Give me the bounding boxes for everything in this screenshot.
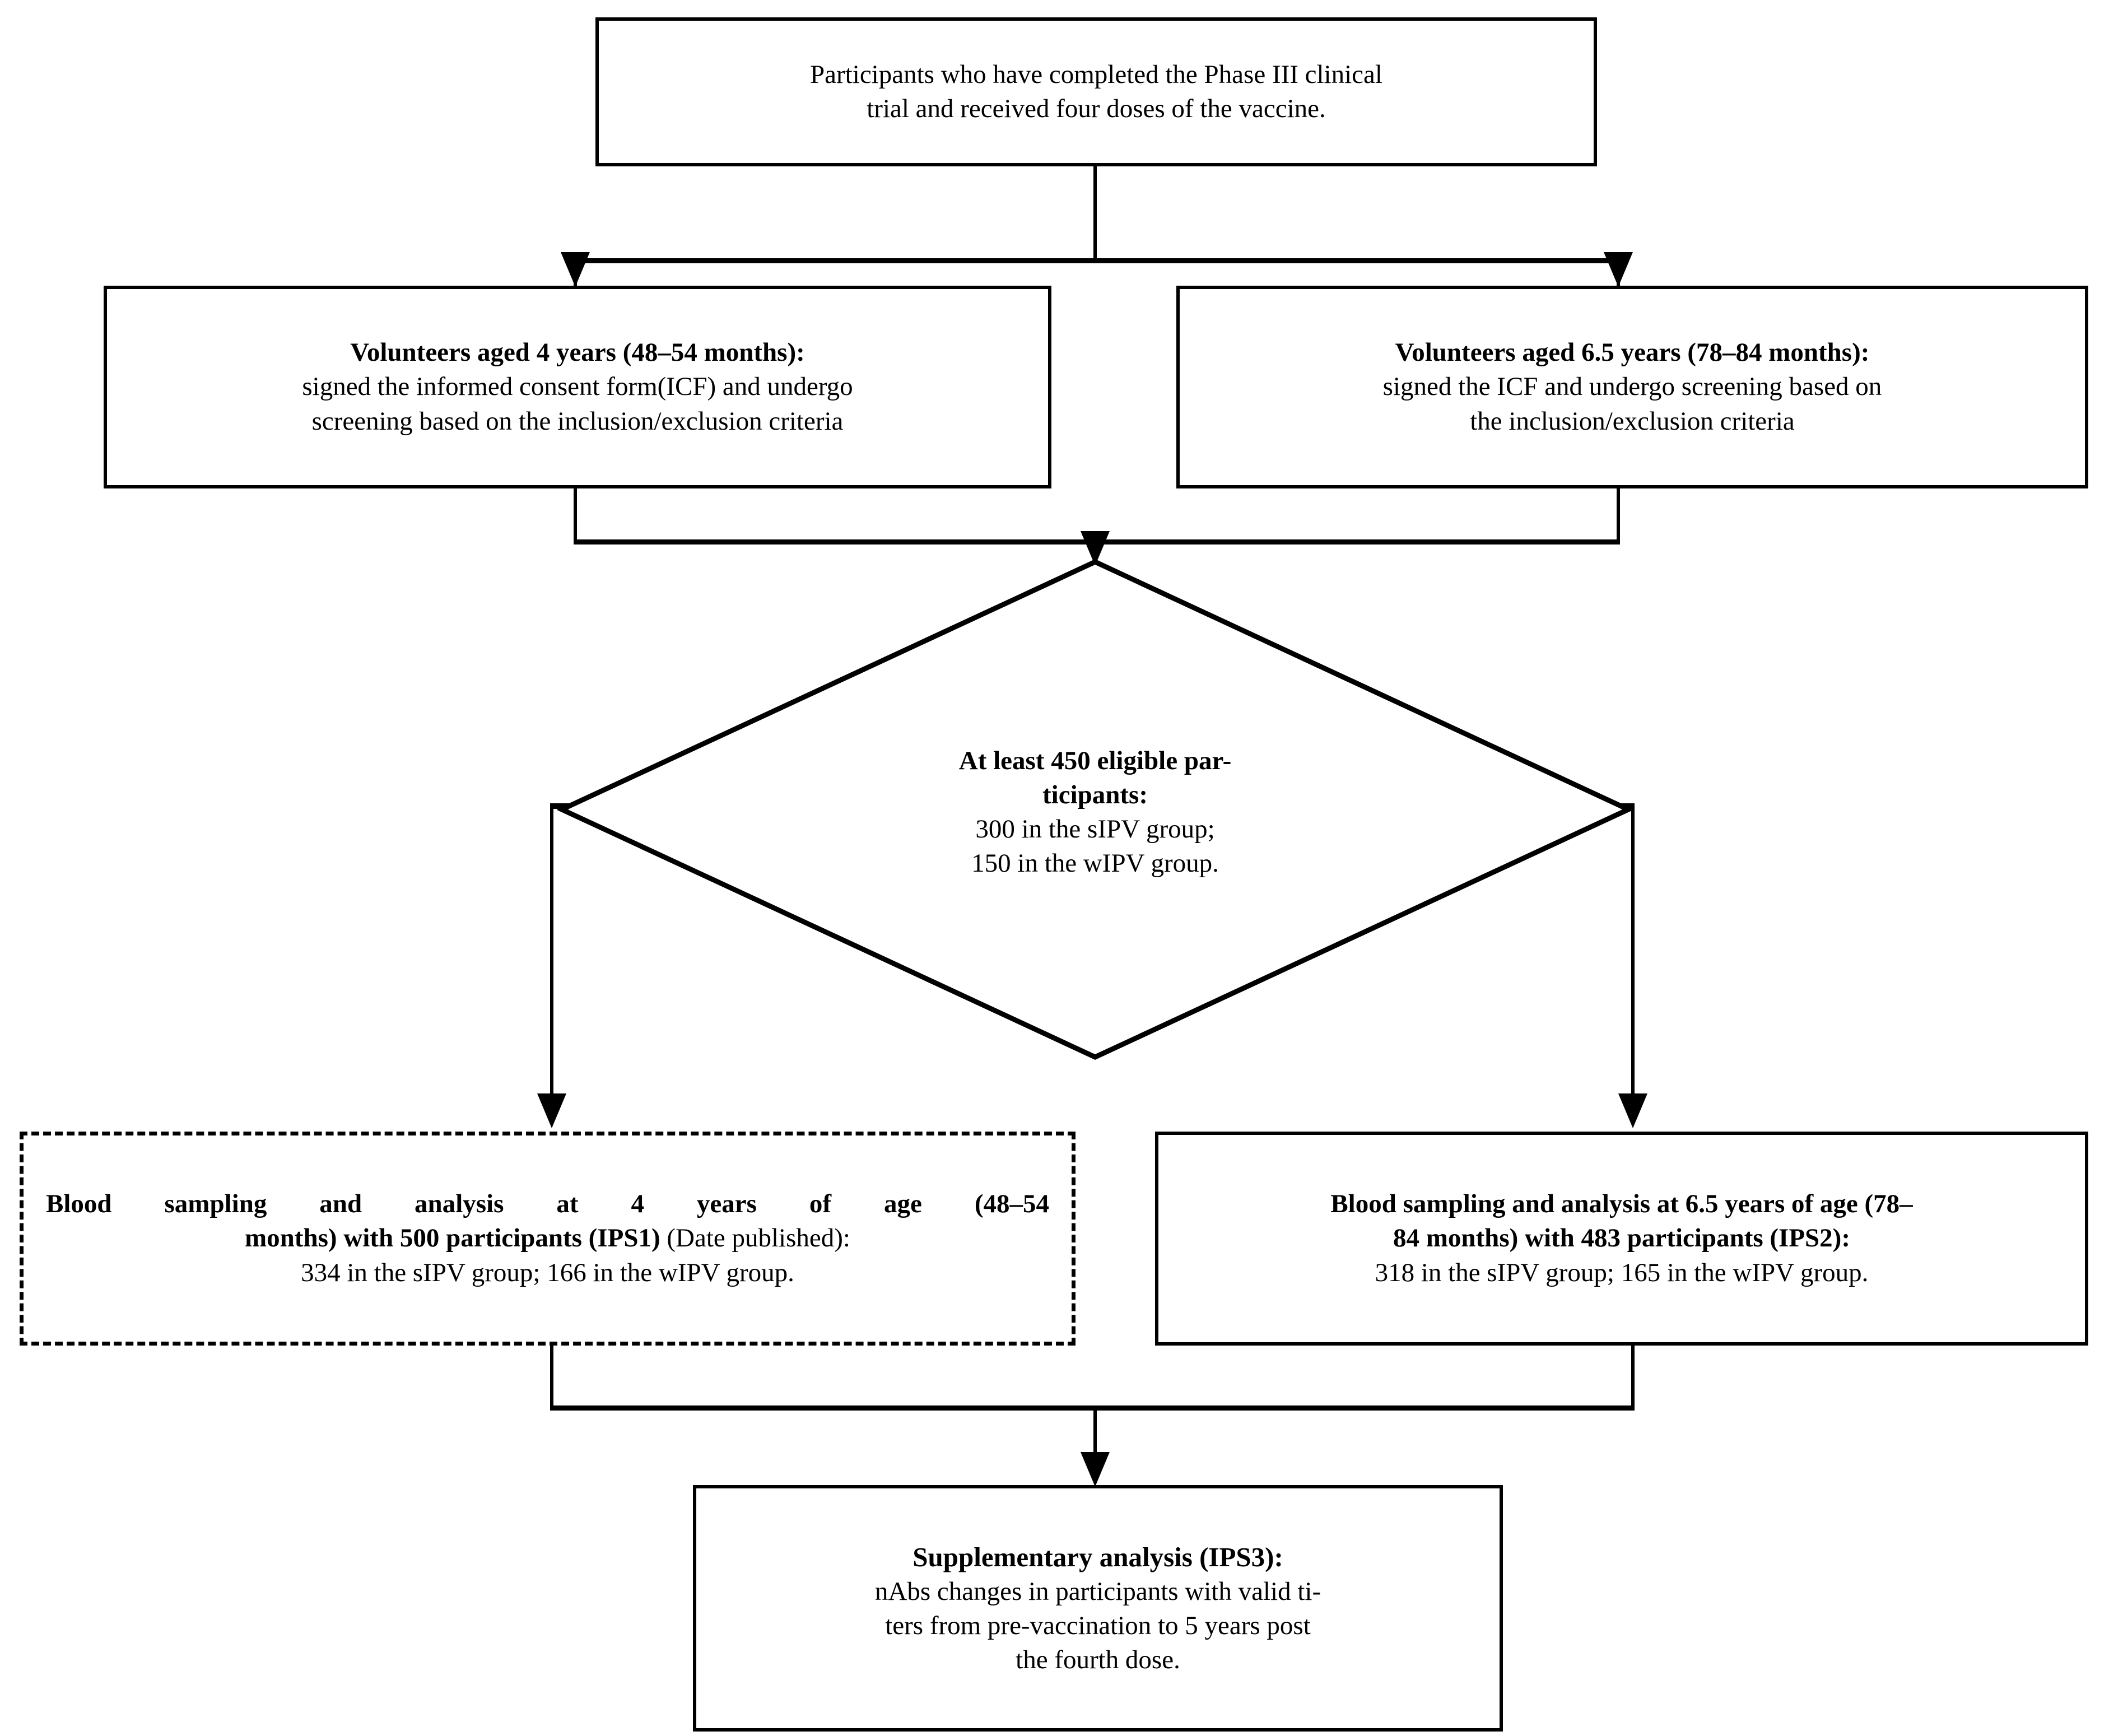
connector-diamond-left-down [550,803,553,1101]
connector-v4y-down [574,485,577,543]
node-eligible-shape[interactable] [557,557,1633,1062]
ips2-line-1: 318 in the sIPV group; 165 in the wIPV g… [1375,1258,1869,1287]
volunteers-65y-line-1: signed the ICF and undergo screening bas… [1382,372,1882,402]
eligible-heading-2: ticipants: [1042,780,1148,809]
connector-ips2-down [1631,1342,1635,1409]
volunteers-4y-line-1: signed the informed consent form(ICF) an… [302,372,853,402]
connector-ips1-down [550,1342,553,1409]
volunteers-65y-heading: Volunteers aged 6.5 years (78–84 months)… [1395,338,1870,367]
eligible-line-2: 150 in the wIPV group. [971,849,1219,878]
ips3-line-2: ters from pre-vaccination to 5 years pos… [885,1611,1311,1641]
node-volunteers-65y[interactable]: Volunteers aged 6.5 years (78–84 months)… [1176,286,2088,488]
arrow-to-ips3 [1081,1452,1110,1487]
ips1-heading-2-note: (Date published): [660,1223,850,1253]
connector-v65y-down [1617,485,1620,543]
ips2-heading-2: 84 months) with 483 participants (IPS2): [1393,1223,1850,1253]
arrow-to-volunteers-4y [561,252,590,287]
ips3-heading: Supplementary analysis (IPS3): [912,1541,1283,1572]
node-volunteers-4y[interactable]: Volunteers aged 4 years (48–54 months): … [104,286,1051,488]
node-ips2[interactable]: Blood sampling and analysis at 6.5 years… [1155,1132,2088,1346]
ips3-line-1: nAbs changes in participants with valid … [874,1577,1321,1607]
connector-source-down [1093,162,1097,261]
arrow-to-ips1 [537,1093,566,1128]
node-ips1[interactable]: Blood sampling and analysis at 4 years o… [20,1132,1076,1346]
node-source[interactable]: Participants who have completed the Phas… [595,17,1597,166]
node-ips3[interactable]: Supplementary analysis (IPS3): nAbs chan… [693,1485,1503,1732]
ips1-heading-2-row: months) with 500 participants (IPS1) (Da… [46,1221,1049,1255]
arrow-to-ips2 [1618,1093,1647,1128]
connector-merge-to-ips3 [1093,1405,1097,1467]
eligible-line-1: 300 in the sIPV group; [975,815,1215,844]
connector-merge-bar-lower [550,1405,1635,1411]
eligible-heading-1: At least 450 eligible par- [958,746,1232,775]
ips1-heading-1: Blood sampling and analysis at 4 years o… [46,1189,1049,1219]
source-line-1: Participants who have completed the Phas… [810,59,1382,89]
ips1-heading-2: months) with 500 participants (IPS1) [245,1223,660,1253]
node-eligible-label: At least 450 eligible par- ticipants: 30… [739,700,1451,924]
arrow-to-volunteers-65y [1604,252,1633,287]
volunteers-65y-line-2: the inclusion/exclusion criteria [1470,406,1795,436]
ips1-line-1: 334 in the sIPV group; 166 in the wIPV g… [301,1258,794,1287]
volunteers-4y-heading: Volunteers aged 4 years (48–54 months): [350,338,805,367]
connector-diamond-right-down [1631,803,1635,1101]
ips2-heading-1: Blood sampling and analysis at 6.5 years… [1330,1189,1913,1219]
volunteers-4y-line-2: screening based on the inclusion/exclusi… [311,406,844,436]
ips3-line-3: the fourth dose. [1016,1645,1180,1675]
connector-split-bar-top [574,258,1620,263]
source-line-2: trial and received four doses of the vac… [867,94,1326,123]
